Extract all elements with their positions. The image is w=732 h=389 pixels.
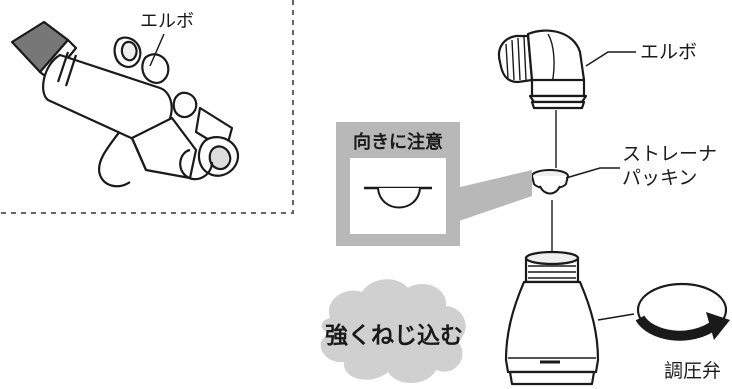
elbow-label: エルボ xyxy=(640,41,697,63)
inset-dashed-border xyxy=(0,0,294,214)
rotate-clockwise-arrow-icon xyxy=(635,282,730,341)
strainer-label-line2: パッキン xyxy=(622,167,697,189)
pressure-valve-label: 調圧弁 xyxy=(664,360,721,382)
inset-elbow-label: エルボ xyxy=(140,11,194,32)
direction-callout: 向きに注意 xyxy=(336,122,532,246)
strainer-packing-part xyxy=(531,169,569,195)
elbow-part xyxy=(497,29,588,110)
packing-cup-shape xyxy=(377,187,421,209)
strainer-label-line1: ストレーナ xyxy=(622,143,717,165)
pressure-valve-part xyxy=(504,250,600,386)
tighten-cloud-badge: 強くねじ込む xyxy=(320,279,466,384)
inset-elbow-leader xyxy=(149,33,165,67)
cloud-shape xyxy=(320,279,466,384)
tighten-note-label: 強くねじ込む xyxy=(325,323,463,349)
elbow-leader xyxy=(585,51,636,67)
valve-leader xyxy=(597,313,635,321)
callout-pointer xyxy=(456,170,532,222)
strainer-leader xyxy=(565,167,620,179)
faucet-overview-inset: エルボ xyxy=(0,0,294,214)
direction-note-label: 向きに注意 xyxy=(353,131,443,153)
faucet-drawing xyxy=(10,20,240,188)
